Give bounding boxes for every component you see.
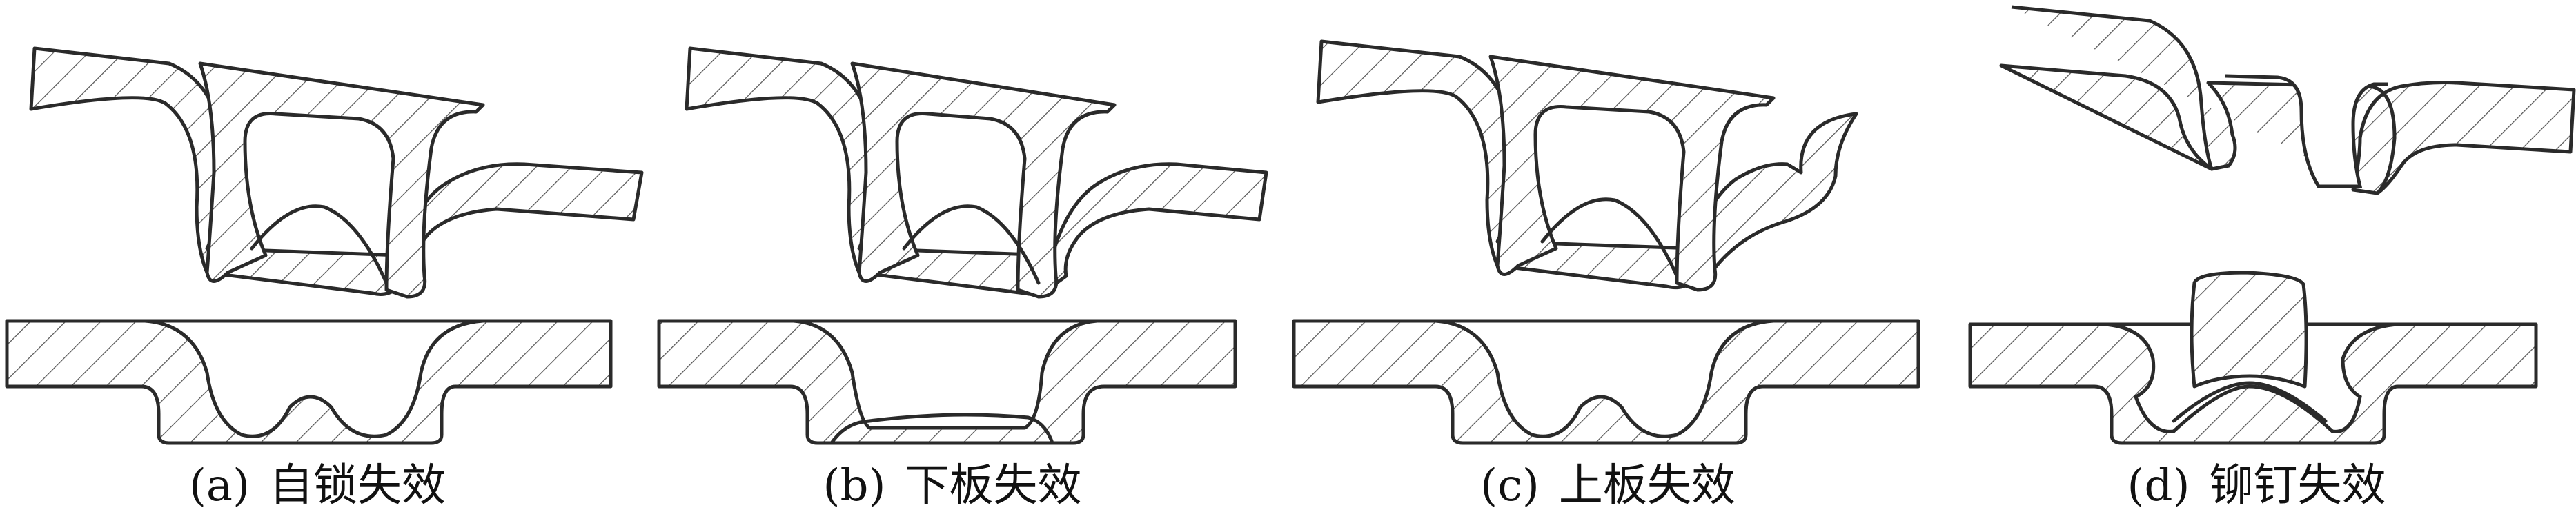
caption-a: (a)自锁失效 <box>189 464 446 508</box>
panel-c-lower-pocket[interactable] <box>1435 319 1774 438</box>
caption-d-title: 铆钉失效 <box>2209 460 2386 511</box>
caption-b-title: 下板失效 <box>905 460 1082 511</box>
panel-d-rivet[interactable] <box>2190 271 2308 389</box>
caption-c-label: (c) <box>1480 460 1540 511</box>
caption-a-title: 自锁失效 <box>269 460 446 511</box>
panel-a-rivet[interactable] <box>198 61 485 299</box>
caption-d: (d)铆钉失效 <box>2127 464 2386 508</box>
panel-b-drawing <box>657 46 1268 445</box>
panel-d-hole[interactable] <box>2225 74 2388 188</box>
caption-d-label: (d) <box>2127 460 2190 511</box>
panel-c-rivet[interactable] <box>1488 55 1776 292</box>
panel-c-drawing <box>1292 39 1920 445</box>
panel-b-lower-pocket[interactable] <box>793 319 1098 430</box>
caption-c-title: 上板失效 <box>1558 460 1736 511</box>
caption-b: (b)下板失效 <box>823 464 1082 508</box>
panel-d-drawing <box>1968 5 2576 445</box>
panel-d-upper-sheet <box>1999 5 2576 195</box>
caption-c: (c)上板失效 <box>1480 464 1736 508</box>
panel-d-lower-pocket[interactable] <box>2104 322 2399 433</box>
panel-a-drawing <box>5 46 644 445</box>
panel-a-lower-pocket[interactable] <box>144 319 484 438</box>
caption-a-label: (a) <box>188 460 250 511</box>
panel-b-rivet[interactable] <box>850 61 1117 299</box>
panel-b-fractured-bottom <box>829 413 1054 445</box>
caption-b-label: (b) <box>823 460 886 511</box>
